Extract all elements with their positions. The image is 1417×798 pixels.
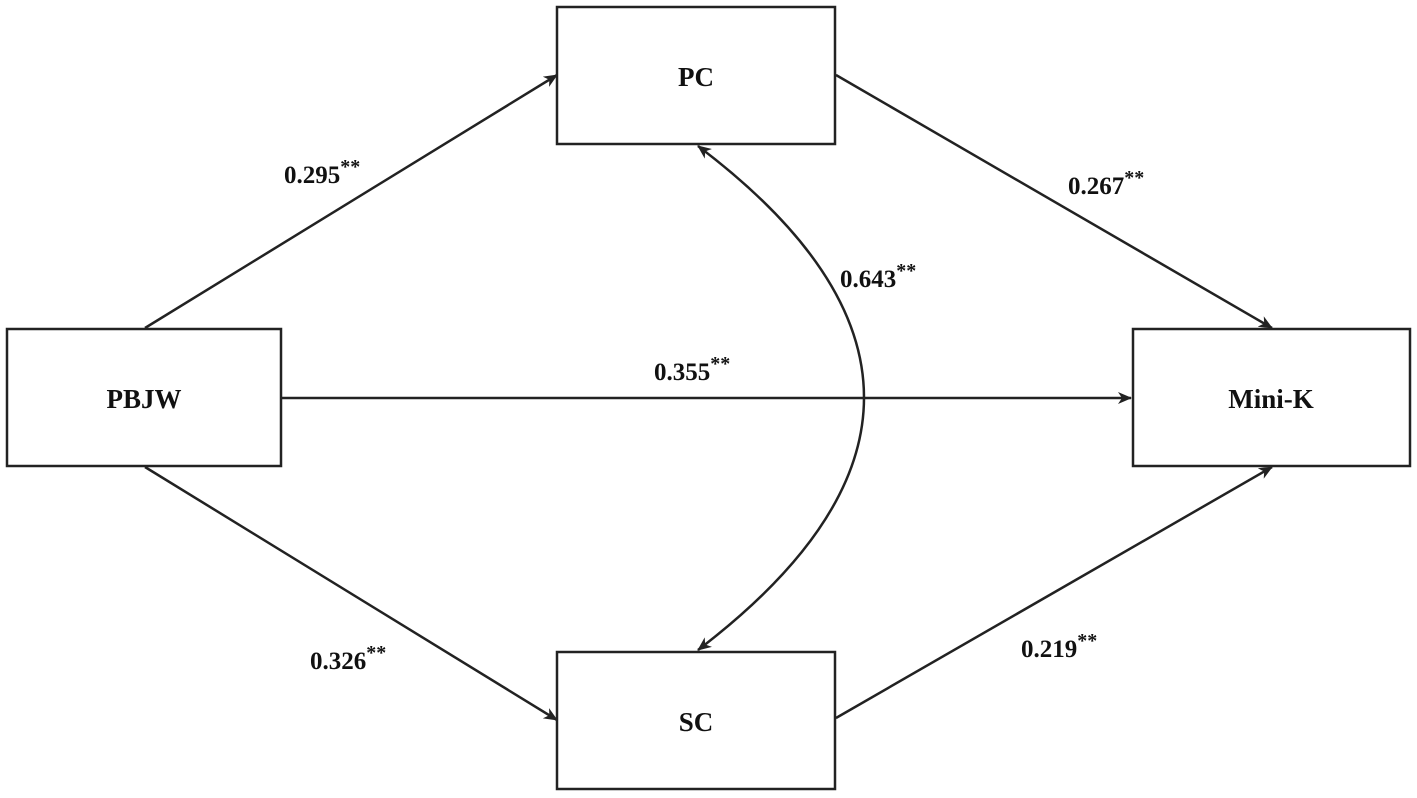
sig-pbjw-sc: **: [366, 642, 386, 664]
sig-pbjw-mini-k: **: [710, 353, 730, 375]
edge-label-pbjw-mini-k: 0.355**: [654, 353, 730, 386]
edge-pc-mini-k: [835, 73, 1273, 330]
node-mini-k-label: Mini-K: [1228, 384, 1314, 414]
node-pc-label: PC: [678, 62, 714, 92]
edge-label-sc-mini-k: 0.219**: [1021, 630, 1097, 663]
sig-sc-mini-k: **: [1077, 630, 1097, 652]
edge-sc-mini-k: [835, 465, 1273, 720]
coef-sc-mini-k: 0.219: [1021, 636, 1077, 663]
edge-label-pbjw-sc: 0.326**: [310, 642, 386, 675]
edge-label-pbjw-pc: 0.295**: [284, 156, 360, 189]
edge-label-pc-sc: 0.643**: [840, 260, 916, 293]
node-pbjw-label: PBJW: [106, 384, 181, 414]
node-pbjw: PBJW: [5, 327, 283, 468]
sig-pc-mini-k: **: [1124, 167, 1144, 189]
coef-pbjw-sc: 0.326: [310, 648, 366, 675]
edge-pbjw-sc: [144, 465, 558, 722]
coef-pc-sc: 0.643: [840, 266, 896, 293]
node-sc: SC: [555, 650, 837, 791]
edge-pc-sc-covariance: [697, 145, 866, 651]
sig-pc-sc: **: [896, 260, 916, 282]
edge-pbjw-pc: [144, 73, 558, 330]
node-mini-k: Mini-K: [1131, 327, 1412, 468]
edge-label-pc-mini-k: 0.267**: [1068, 167, 1144, 200]
node-pc: PC: [555, 5, 837, 146]
coef-pbjw-pc: 0.295: [284, 162, 340, 189]
sig-pbjw-pc: **: [340, 156, 360, 178]
coef-pbjw-mini-k: 0.355: [654, 359, 710, 386]
coef-pc-mini-k: 0.267: [1068, 173, 1124, 200]
node-sc-label: SC: [679, 707, 714, 737]
